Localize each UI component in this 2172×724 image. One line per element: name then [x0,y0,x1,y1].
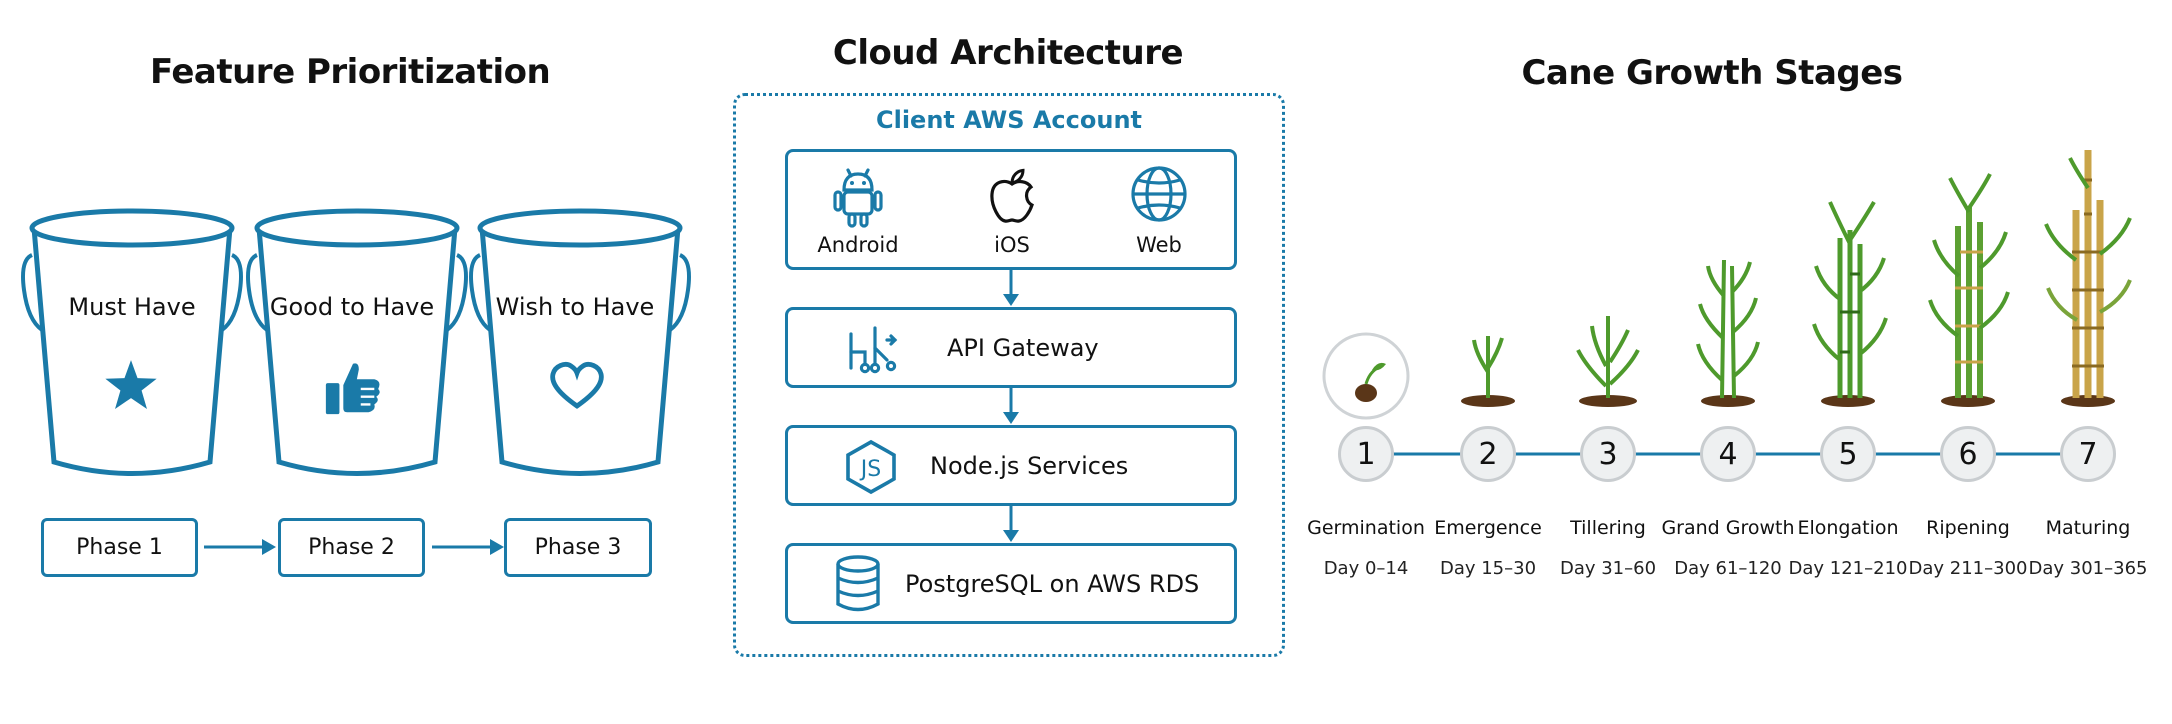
stage-name-1: Germination [1307,517,1425,539]
stage-number-6: 6 [1940,426,1996,482]
svg-text:JS: JS [859,457,881,482]
plant-elongation [1812,201,1888,407]
api-gateway-card [785,307,1237,388]
cane-growth-title: Cane Growth Stages [1521,53,1903,93]
bucket-must-have [21,208,243,476]
apple-icon [990,168,1034,223]
arrow-clients-to-gateway [1003,270,1019,306]
phase-arrow-1 [204,539,276,555]
nodejs-services-label: Node.js Services [930,452,1129,480]
arrow-node-to-db [1003,506,1019,542]
stage-days-3: Day 31–60 [1559,558,1657,579]
plant-germination [1322,332,1410,420]
phase-1-box: Phase 1 [41,518,198,577]
database-icon [836,555,880,612]
api-gateway-icon [849,326,898,374]
stage-name-6: Ripening [1926,517,2010,539]
stage-days-6: Day 211–300 [1908,558,2028,579]
nodejs-services-card [785,425,1237,506]
stage-number-4: 4 [1700,426,1756,482]
stage-days-2: Day 15–30 [1439,558,1537,579]
stage-days-1: Day 0–14 [1323,558,1409,579]
stage-days-7: Day 301–365 [2028,558,2148,579]
stage-number-3: 3 [1580,426,1636,482]
stage-number-5: 5 [1820,426,1876,482]
aws-account-label: Client AWS Account [875,106,1143,134]
bucket-label-wish-to-have: Wish to Have [495,293,655,321]
globe-icon [1131,166,1187,222]
bucket-good-to-have [246,208,468,476]
bucket-label-must-have: Must Have [68,293,196,321]
stage-number-1: 1 [1338,426,1394,482]
cloud-architecture-title: Cloud Architecture [832,33,1184,73]
bucket-wish-to-have [469,208,691,476]
stage-days-5: Day 121–210 [1788,558,1908,579]
arrow-gateway-to-node [1003,388,1019,424]
plant-emergence [1461,336,1515,407]
bucket-label-good-to-have: Good to Have [269,293,435,321]
plant-tillering [1576,316,1640,407]
api-gateway-label: API Gateway [947,334,1099,362]
plant-illustrations [1322,150,2132,420]
star-icon [105,360,157,409]
thumbs-up-icon [325,363,380,415]
stage-name-5: Elongation [1797,517,1899,539]
plant-ripening [1928,173,2010,407]
plant-maturing [2044,150,2132,407]
phase-2-box: Phase 2 [278,518,425,577]
android-icon [833,168,883,228]
client-label-web: Web [1136,233,1182,257]
feature-prioritization-title: Feature Prioritization [150,52,551,92]
client-label-android: Android [817,233,899,257]
plant-grand-growth [1696,259,1760,407]
stage-number-7: 7 [2060,426,2116,482]
stage-name-2: Emergence [1434,517,1542,539]
aws-account-boundary [733,93,1285,657]
buckets-graphic [21,208,691,476]
phase-3-box: Phase 3 [504,518,652,577]
phase-arrow-2 [432,539,504,555]
client-label-ios: iOS [994,233,1030,257]
stage-name-7: Maturing [2045,517,2131,539]
stage-days-4: Day 61–120 [1674,558,1782,579]
stage-number-2: 2 [1460,426,1516,482]
stage-name-4: Grand Growth [1661,517,1795,539]
nodejs-icon: JS [846,439,896,495]
heart-icon [550,362,604,409]
postgresql-label: PostgreSQL on AWS RDS [905,570,1200,598]
stage-name-3: Tillering [1570,517,1646,539]
